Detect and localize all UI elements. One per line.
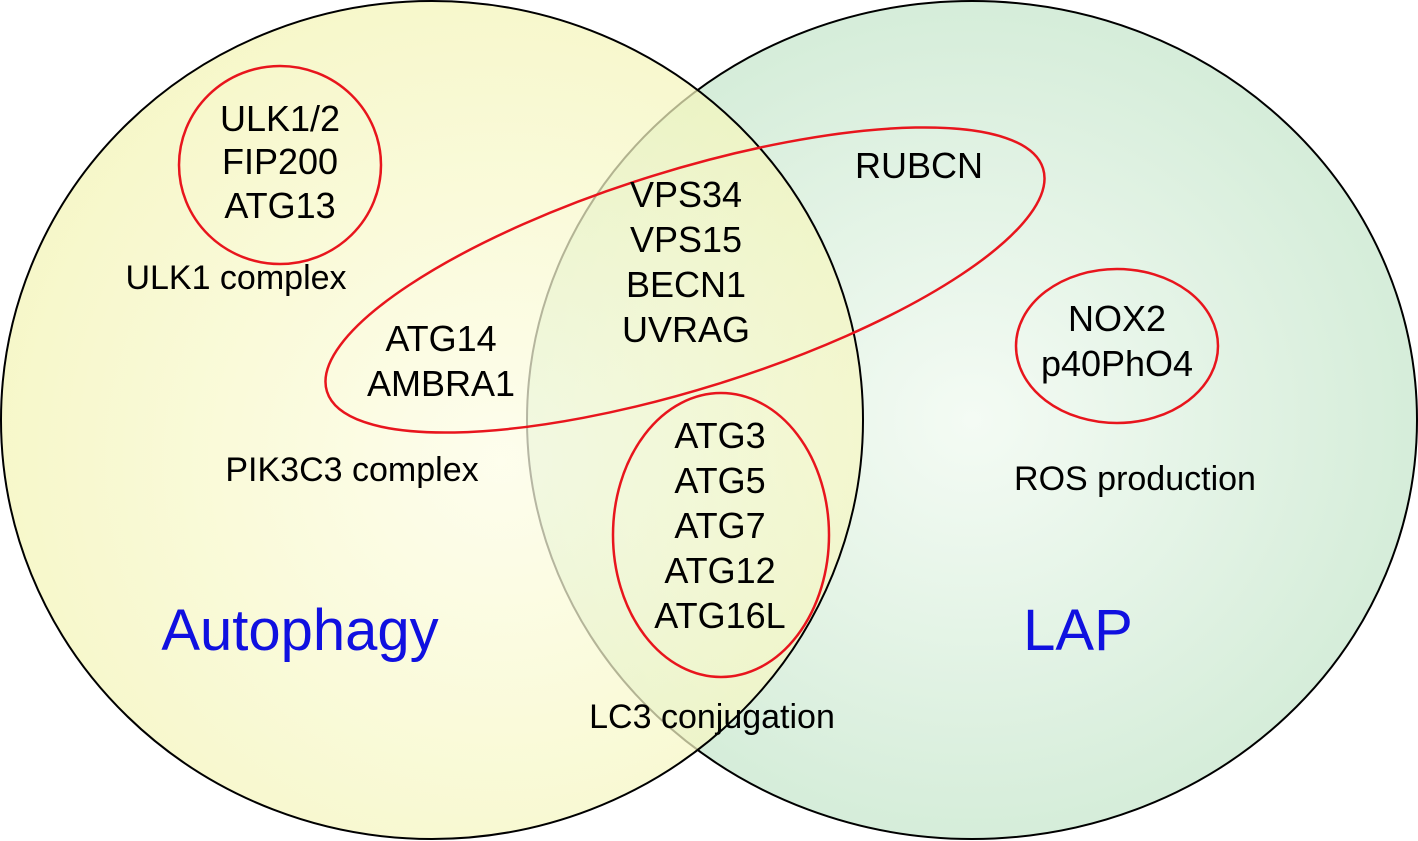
lc3-item: ATG5 xyxy=(674,460,765,501)
lap-title: LAP xyxy=(1023,598,1133,663)
ulk1-complex-ring xyxy=(177,64,383,266)
shared-pik3c3-item: BECN1 xyxy=(626,264,746,305)
shared-pik3c3-item: UVRAG xyxy=(622,309,750,350)
autophagy-title: Autophagy xyxy=(161,598,438,663)
ulk1-item: FIP200 xyxy=(222,141,338,182)
ulk1-item: ULK1/2 xyxy=(220,98,340,139)
ros-item: NOX2 xyxy=(1068,298,1166,339)
ros-production-ring xyxy=(1014,267,1220,425)
pik3c3-complex-ring xyxy=(324,126,1046,434)
ros-item: p40PhO4 xyxy=(1041,343,1193,384)
ros-production-label: ROS production xyxy=(1014,460,1256,498)
pik3c3-complex-label: PIK3C3 complex xyxy=(225,451,478,489)
lc3-item: ATG16L xyxy=(654,595,785,636)
lc3-conjugation-ring xyxy=(611,391,831,679)
autophagy-circle xyxy=(0,0,864,840)
ulk1-complex-label: ULK1 complex xyxy=(125,259,346,297)
shared-pik3c3-item: VPS15 xyxy=(630,219,742,260)
lc3-conjugation-label: LC3 conjugation xyxy=(589,698,835,736)
shared-pik3c3-item: VPS34 xyxy=(630,174,742,215)
ulk1-item: ATG13 xyxy=(224,185,335,226)
rubcn-item: RUBCN xyxy=(855,145,983,186)
pik3c3-item: ATG14 xyxy=(385,318,496,359)
pik3c3-item: AMBRA1 xyxy=(367,363,515,404)
lc3-item: ATG3 xyxy=(674,415,765,456)
lc3-item: ATG12 xyxy=(664,550,775,591)
lc3-item: ATG7 xyxy=(674,505,765,546)
